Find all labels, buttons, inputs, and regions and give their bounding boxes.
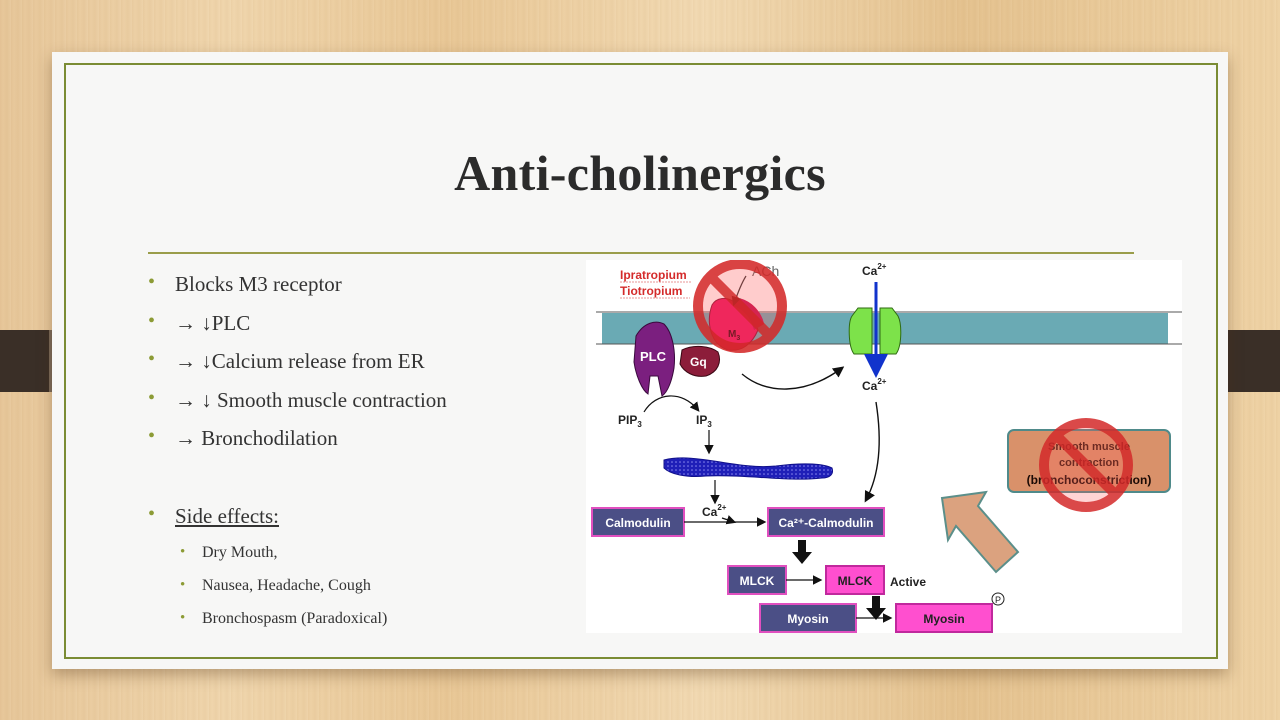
block-symbol-receptor: [693, 260, 787, 353]
plc-label: PLC: [640, 349, 667, 364]
drug-ipratropium: Ipratropium: [620, 268, 687, 282]
ca-channel-left: [848, 307, 873, 355]
side-effect-item: Bronchospasm (Paradoxical): [180, 610, 387, 628]
title-divider: [148, 252, 1134, 254]
pip3-to-ip3-arrow: [643, 395, 700, 413]
mlck-to-myosin-arrow: [866, 596, 886, 620]
gq-protein: [679, 345, 720, 377]
phosphate-symbol: [991, 592, 1005, 606]
left-binder-tab: [0, 330, 52, 392]
drug-tiotropium: Tiotropium: [620, 284, 682, 298]
bullet-item: → ↓PLC: [148, 310, 250, 336]
pip3-label: PIP3: [618, 413, 642, 429]
mlck-active-box: [825, 565, 885, 595]
ca-er-label: Ca2+: [702, 503, 727, 519]
calmodulin-label: Calmodulin: [605, 516, 670, 530]
ca-intracellular-label: Ca2+: [862, 377, 887, 393]
ca-calmodulin-label: Ca²⁺-Calmodulin: [779, 516, 874, 530]
block-symbol-result: [1039, 418, 1133, 512]
plc-enzyme: [633, 321, 675, 397]
slide-title: Anti-cholinergics: [454, 145, 826, 201]
bullet-item: → Bronchodilation: [148, 425, 338, 451]
ca-to-complex-arrow: [721, 515, 737, 525]
bullet-item: → ↓Calcium release from ER: [148, 348, 425, 374]
mlck-label: MLCK: [740, 574, 775, 588]
side-effects-heading-text: Side effects:: [175, 504, 279, 528]
side-effect-item: Dry Mouth,: [180, 544, 278, 562]
gq-to-channel-arrow: [741, 366, 845, 390]
ca-channel-right: [879, 307, 902, 355]
side-effect-item: Nausea, Headache, Cough: [180, 577, 371, 595]
complex-to-mlck-arrow: [792, 540, 812, 564]
myosin-p-label: Myosin: [923, 612, 964, 626]
bullet-item: → ↓ Smooth muscle contraction: [148, 387, 447, 413]
slide: Anti-cholinergics Blocks M3 receptor → ↓…: [52, 52, 1228, 669]
endoplasmic-reticulum: [663, 457, 833, 480]
side-effects-heading: Side effects:: [148, 503, 279, 529]
outcome-arrow: [940, 490, 1020, 574]
ip3-label: IP3: [696, 413, 712, 429]
mlck-inactive-box: [727, 565, 787, 595]
gq-label: Gq: [690, 355, 707, 369]
slide-frame: [64, 63, 1218, 659]
myosin-p-box: [895, 603, 993, 633]
phosphate-label: P: [995, 595, 1001, 605]
myosin-label: Myosin: [787, 612, 828, 626]
ca-calmodulin-box: [767, 507, 885, 537]
active-label: Active: [890, 575, 926, 589]
bullet-item: Blocks M3 receptor: [148, 271, 342, 297]
ca-extracellular-label: Ca2+: [862, 262, 887, 278]
m3-label: M3: [728, 329, 740, 342]
mechanism-diagram: Ipratropium Tiotropium M3 ACh PLC Gq: [586, 260, 1182, 633]
ca-to-calmodulin-arrow: [864, 401, 880, 503]
mlck-active-label: MLCK: [838, 574, 873, 588]
